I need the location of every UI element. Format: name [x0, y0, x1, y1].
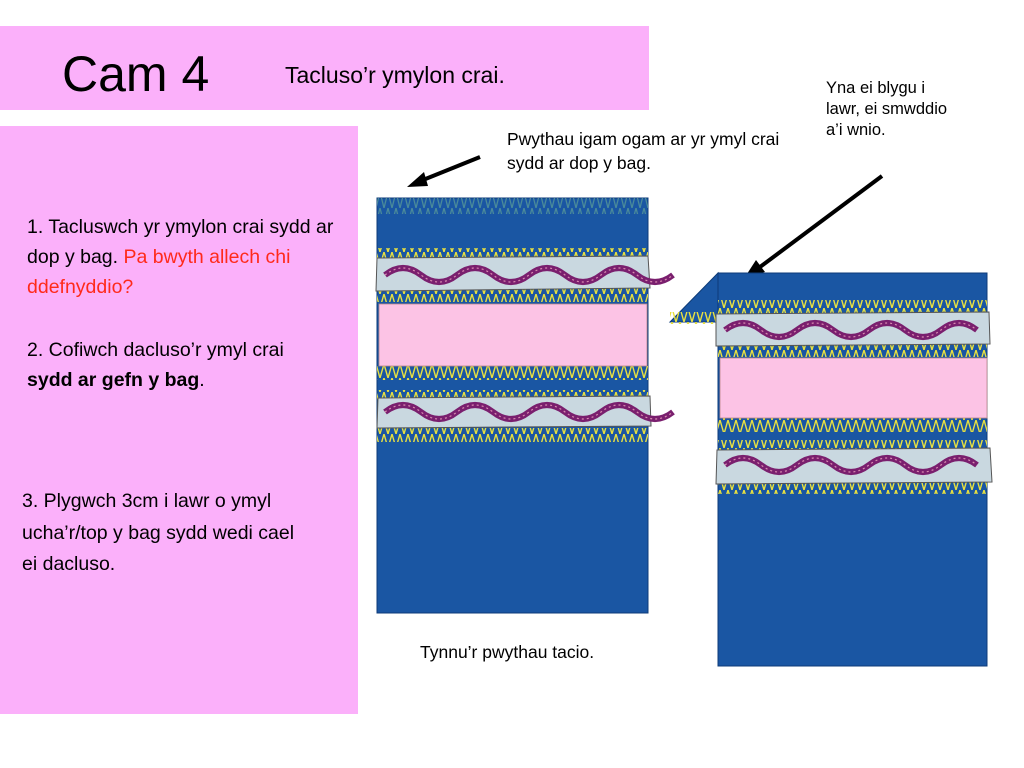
tacking-note: Tynnu’r pwythau tacio. — [420, 642, 595, 662]
step-1-question: Pa bwyth allech chi ddefnyddio? — [27, 246, 291, 298]
step-2-end: . — [199, 369, 205, 391]
instruction-step-3: 3. Plygwch 3cm i lawr o ymyl ucha’r/top … — [22, 490, 295, 575]
slide-subtitle: Tacluso’r ymylon crai. — [285, 62, 505, 88]
zigzag-note: Pwythau igam ogam ar yr ymyl crai sydd a… — [507, 129, 780, 173]
title-bar — [0, 26, 649, 110]
fold-note: Yna ei blygu i lawr, ei smwddio a’i wnio… — [826, 79, 948, 139]
instruction-panel — [0, 126, 358, 714]
arrow-to-left-bag — [407, 155, 481, 187]
slide-title: Cam 4 — [62, 46, 210, 102]
instruction-step-1: 1. Tacluswch yr ymylon crai sydd ar dop … — [27, 212, 352, 302]
step-2-bold: sydd ar gefn y bag — [27, 369, 200, 391]
right-bag — [668, 271, 993, 667]
step-2-text: 2. Cofiwch dacluso’r ymyl crai — [27, 339, 284, 361]
step-1-text: 1. Tacluswch yr ymylon crai sydd ar dop … — [27, 216, 334, 268]
instruction-step-2: 2. Cofiwch dacluso’r ymyl crai sydd ar g… — [27, 335, 327, 395]
left-bag — [375, 197, 675, 614]
arrow-to-right-bag — [745, 174, 884, 277]
